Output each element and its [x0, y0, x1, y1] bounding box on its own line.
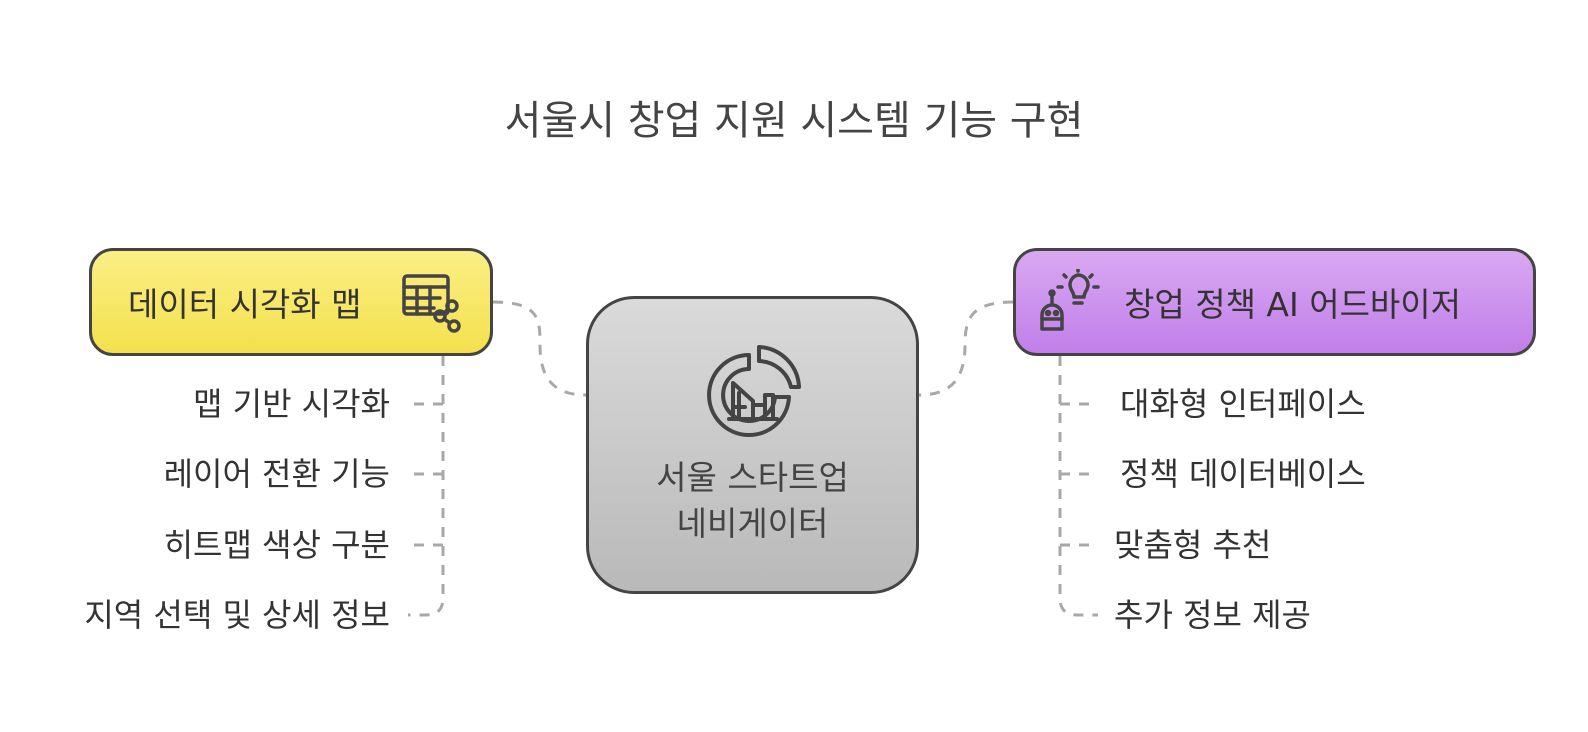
diagram-title: 서울시 창업 지원 시스템 기능 구현	[504, 98, 1084, 144]
connector-right-to-center	[918, 300, 1014, 397]
data-visualization-map-label: 데이터 시각화 맵	[128, 285, 362, 324]
startup-policy-ai-advisor-label: 창업 정책 AI 어드바이저	[1124, 285, 1462, 324]
startup-policy-ai-advisor-node: 창업 정책 AI 어드바이저	[1013, 248, 1536, 356]
left-item-layer-switch: 레이어 전환 기능	[163, 455, 390, 493]
right-item-extra-info: 추가 정보 제공	[1114, 596, 1311, 634]
right-item-custom-recommendation: 맞춤형 추천	[1114, 526, 1272, 564]
chart-building-icon	[706, 345, 801, 437]
data-visualization-map-node: 데이터 시각화 맵	[89, 248, 493, 356]
left-item-heatmap-colors: 히트맵 색상 구분	[163, 526, 390, 564]
left-item-map-visualization: 맵 기반 시각화	[193, 385, 390, 423]
right-trunk	[1058, 356, 1098, 617]
right-item-policy-database: 정책 데이터베이스	[1120, 455, 1366, 493]
left-item-region-detail: 지역 선택 및 상세 정보	[84, 596, 390, 634]
center-label-line-2: 네비게이터	[676, 504, 829, 543]
connector-left-to-center	[492, 300, 587, 397]
center-label: 서울 스타트업 네비게이터	[656, 455, 849, 547]
table-share-icon	[402, 274, 461, 333]
robot-lightbulb-icon	[1040, 269, 1100, 331]
right-item-chat-interface: 대화형 인터페이스	[1120, 385, 1366, 423]
center-label-line-1: 서울 스타트업	[656, 458, 849, 497]
left-trunk	[408, 356, 445, 617]
seoul-startup-navigator-node: 서울 스타트업 네비게이터	[586, 296, 919, 594]
